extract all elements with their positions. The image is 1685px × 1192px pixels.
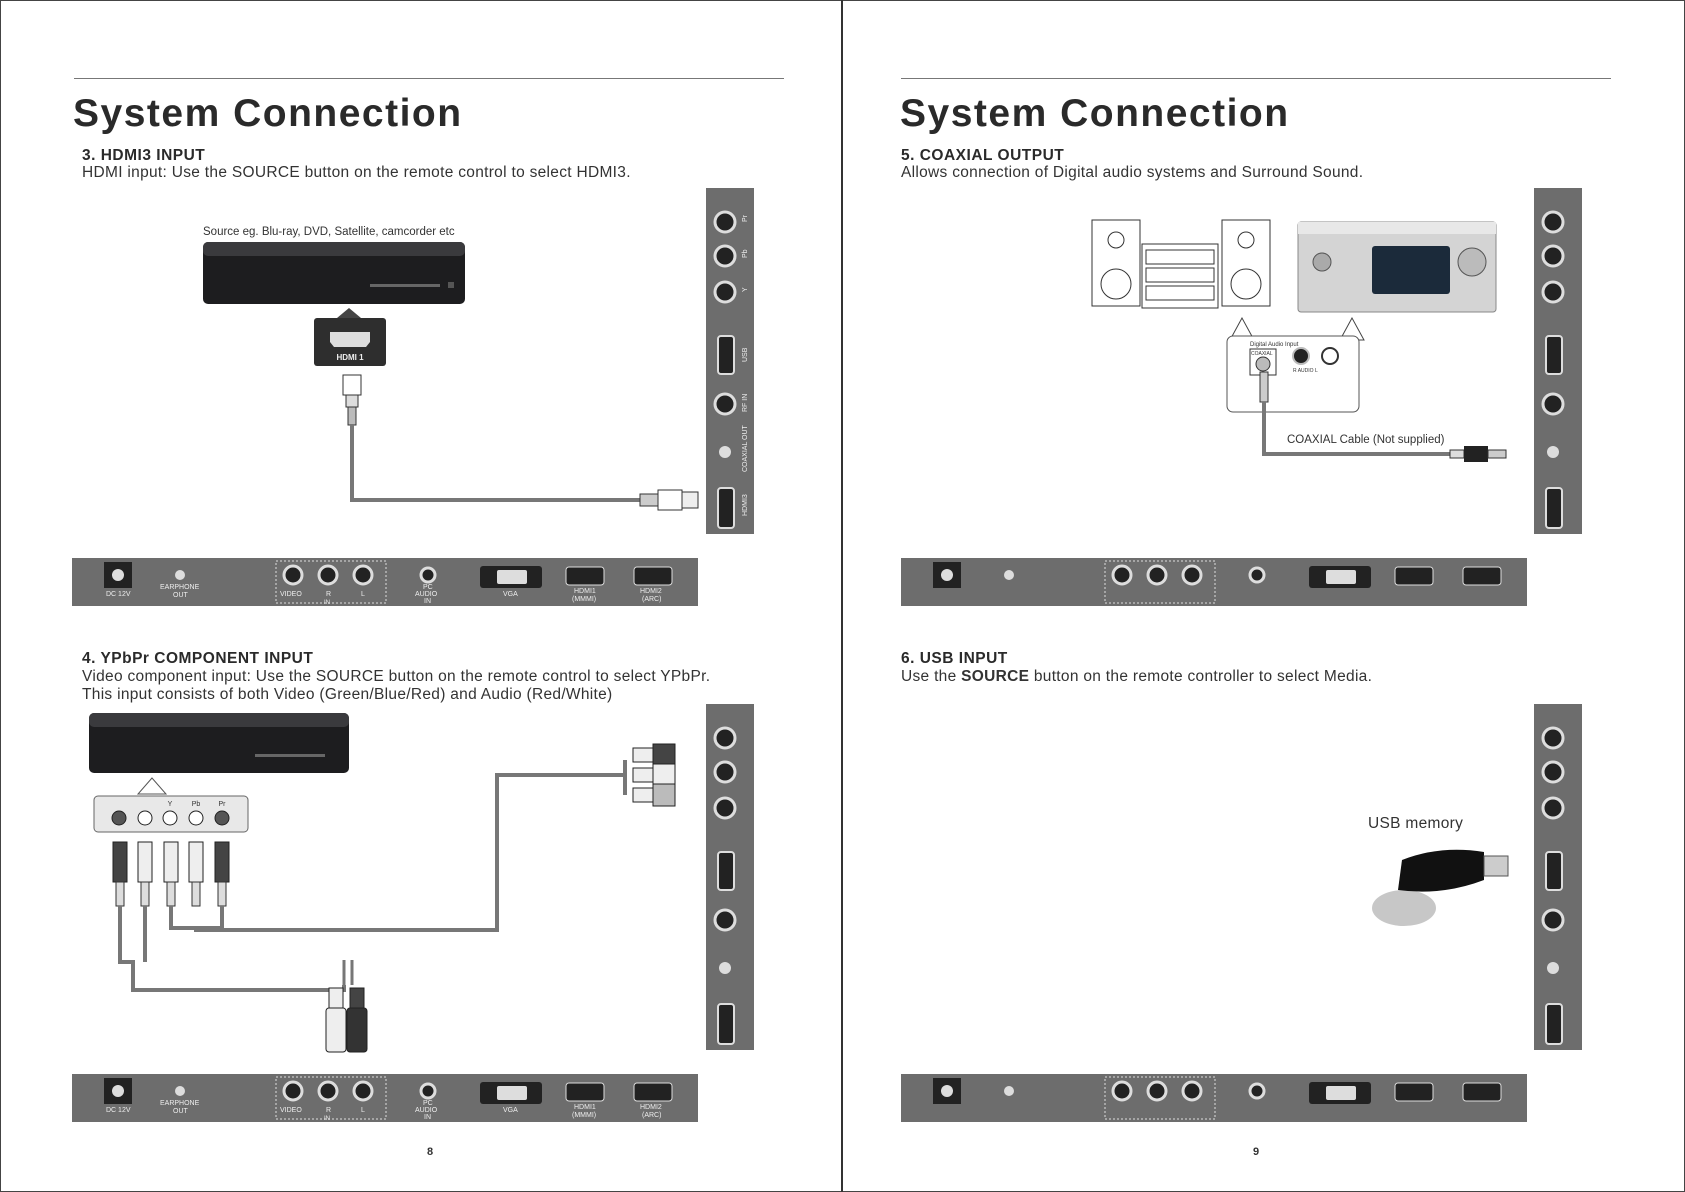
jack-label-pb: Pb [192, 801, 201, 808]
tv-side-panel-2 [706, 704, 754, 1050]
svg-text:L: L [361, 591, 365, 598]
svg-text:EARPHONE: EARPHONE [160, 584, 200, 591]
tv-bottom-panel-2 [901, 1074, 1527, 1122]
rca-plug-end-icon [632, 743, 676, 807]
svg-text:IN: IN [324, 1116, 330, 1122]
usb-instruction: Use the SOURCE button on the remote cont… [901, 668, 1373, 685]
video-cable [169, 773, 625, 932]
bottom-dc: DC 12V [106, 591, 131, 598]
audio-plug-end-icon [325, 987, 368, 1053]
hdmi3-instruction: HDMI input: Use the SOURCE button on the… [82, 164, 631, 181]
svg-text:AUDIO: AUDIO [415, 1107, 438, 1114]
coaxial-plug-icon [1449, 446, 1507, 462]
svg-text:PC: PC [423, 1100, 433, 1107]
svg-text:L: L [361, 1107, 365, 1114]
side-label-rf: RF IN [742, 394, 749, 412]
jack-label-pr: Pr [219, 801, 227, 808]
side-label-coaxial: COAXIAL OUT [742, 424, 749, 472]
tv-bottom-panel: DC 12V EARPHONE OUT VIDEO R L IN PC AUDI… [72, 558, 698, 606]
svg-text:VGA: VGA [503, 591, 518, 598]
page-title: System Connection [73, 92, 463, 135]
tv-side-panel: Pr Pb Y USB RF IN COAXIAL OUT HDMI3 [706, 188, 754, 534]
svg-text:HDMI2: HDMI2 [640, 588, 662, 595]
ypbpr-instruction-1: Video component input: Use the SOURCE bu… [82, 668, 711, 685]
svg-text:EARPHONE: EARPHONE [160, 1100, 200, 1107]
side-label-pr: Pr [742, 214, 749, 222]
tv-bottom-panel [901, 558, 1527, 606]
hdmi-plug-end-icon [639, 489, 699, 511]
svg-text:IN: IN [324, 600, 330, 606]
section-heading-ypbpr: 4. YPbPr COMPONENT INPUT [82, 650, 314, 667]
usb-stick-icon [1372, 849, 1509, 926]
svg-text:HDMI1: HDMI1 [574, 1104, 596, 1111]
coaxial-cable-caption: COAXIAL Cable (Not supplied) [1287, 434, 1445, 446]
hdmi-plug-icon [342, 374, 362, 426]
digital-audio-panel: Digital Audio Input COAXIAL R AUDIO L [1226, 335, 1360, 413]
top-rule [901, 78, 1611, 79]
svg-text:(ARC): (ARC) [642, 596, 661, 603]
amplifier-icon [1297, 221, 1497, 313]
tv-bottom-panel-2: DC 12V EARPHONE OUT VIDEO R L IN PC AUDI… [72, 1074, 698, 1122]
svg-text:R AUDIO L: R AUDIO L [1293, 368, 1318, 374]
svg-text:VIDEO: VIDEO [280, 591, 302, 598]
svg-text:IN: IN [424, 598, 431, 605]
page-number: 8 [427, 1146, 434, 1158]
svg-text:COAXIAL: COAXIAL [1251, 351, 1273, 357]
svg-text:HDMI1: HDMI1 [574, 588, 596, 595]
hdmi3-diagram: HDMI 1 Y Pb [72, 188, 754, 1122]
svg-text:IN: IN [424, 1114, 431, 1121]
coaxial-cable [1262, 402, 1450, 456]
svg-text:OUT: OUT [173, 1108, 189, 1115]
hdmi-port-icon: HDMI 1 [314, 308, 386, 366]
side-label-usb: USB [742, 347, 749, 362]
svg-text:(MMMI): (MMMI) [572, 1112, 596, 1119]
svg-text:VGA: VGA [503, 1107, 518, 1114]
svg-text:Digital Audio Input: Digital Audio Input [1250, 342, 1299, 348]
svg-text:R: R [326, 591, 331, 598]
page-number: 9 [1253, 1146, 1260, 1158]
tv-side-panel [1534, 188, 1582, 534]
ypbpr-instruction-2: This input consists of both Video (Green… [82, 686, 613, 703]
bluray-player-icon [203, 242, 465, 304]
page-spine [841, 0, 843, 1192]
coaxial-diagram: Digital Audio Input COAXIAL R AUDIO L [901, 188, 1582, 1122]
usb-memory-caption: USB memory [1368, 815, 1464, 832]
hdmi-cable [350, 425, 640, 502]
right-page: System Connection 5. COAXIAL OUTPUT Allo… [842, 0, 1685, 1192]
svg-text:AUDIO: AUDIO [415, 591, 438, 598]
page-title: System Connection [900, 92, 1290, 135]
tv-side-panel-2 [1534, 704, 1582, 1050]
side-label-pb: Pb [742, 249, 749, 258]
source-caption: Source eg. Blu-ray, DVD, Satellite, camc… [203, 226, 455, 238]
left-page: System Connection 3. HDMI3 INPUT HDMI in… [0, 0, 842, 1192]
svg-text:PC: PC [423, 584, 433, 591]
svg-text:VIDEO: VIDEO [280, 1107, 302, 1114]
jack-label-y: Y [168, 801, 173, 808]
svg-text:OUT: OUT [173, 592, 189, 599]
section-heading-coaxial: 5. COAXIAL OUTPUT [901, 147, 1065, 164]
svg-text:DC 12V: DC 12V [106, 1107, 131, 1114]
svg-text:HDMI2: HDMI2 [640, 1104, 662, 1111]
svg-text:(MMMI): (MMMI) [572, 596, 596, 603]
svg-text:R: R [326, 1107, 331, 1114]
hdmi-port-label: HDMI 1 [336, 353, 364, 362]
component-player-icon [89, 713, 349, 773]
coaxial-instruction: Allows connection of Digital audio syste… [901, 164, 1364, 181]
top-rule [74, 78, 784, 79]
section-heading-usb: 6. USB INPUT [901, 650, 1008, 667]
audio-cable [118, 906, 346, 992]
stereo-system-icon [1091, 219, 1271, 309]
side-label-hdmi3: HDMI3 [742, 494, 749, 516]
rca-plug-group-icon [112, 841, 230, 907]
svg-text:(ARC): (ARC) [642, 1112, 661, 1119]
section-heading-hdmi3: 3. HDMI3 INPUT [82, 147, 206, 164]
side-label-y: Y [742, 287, 749, 292]
component-jack-panel: Y Pb Pr [93, 795, 249, 833]
